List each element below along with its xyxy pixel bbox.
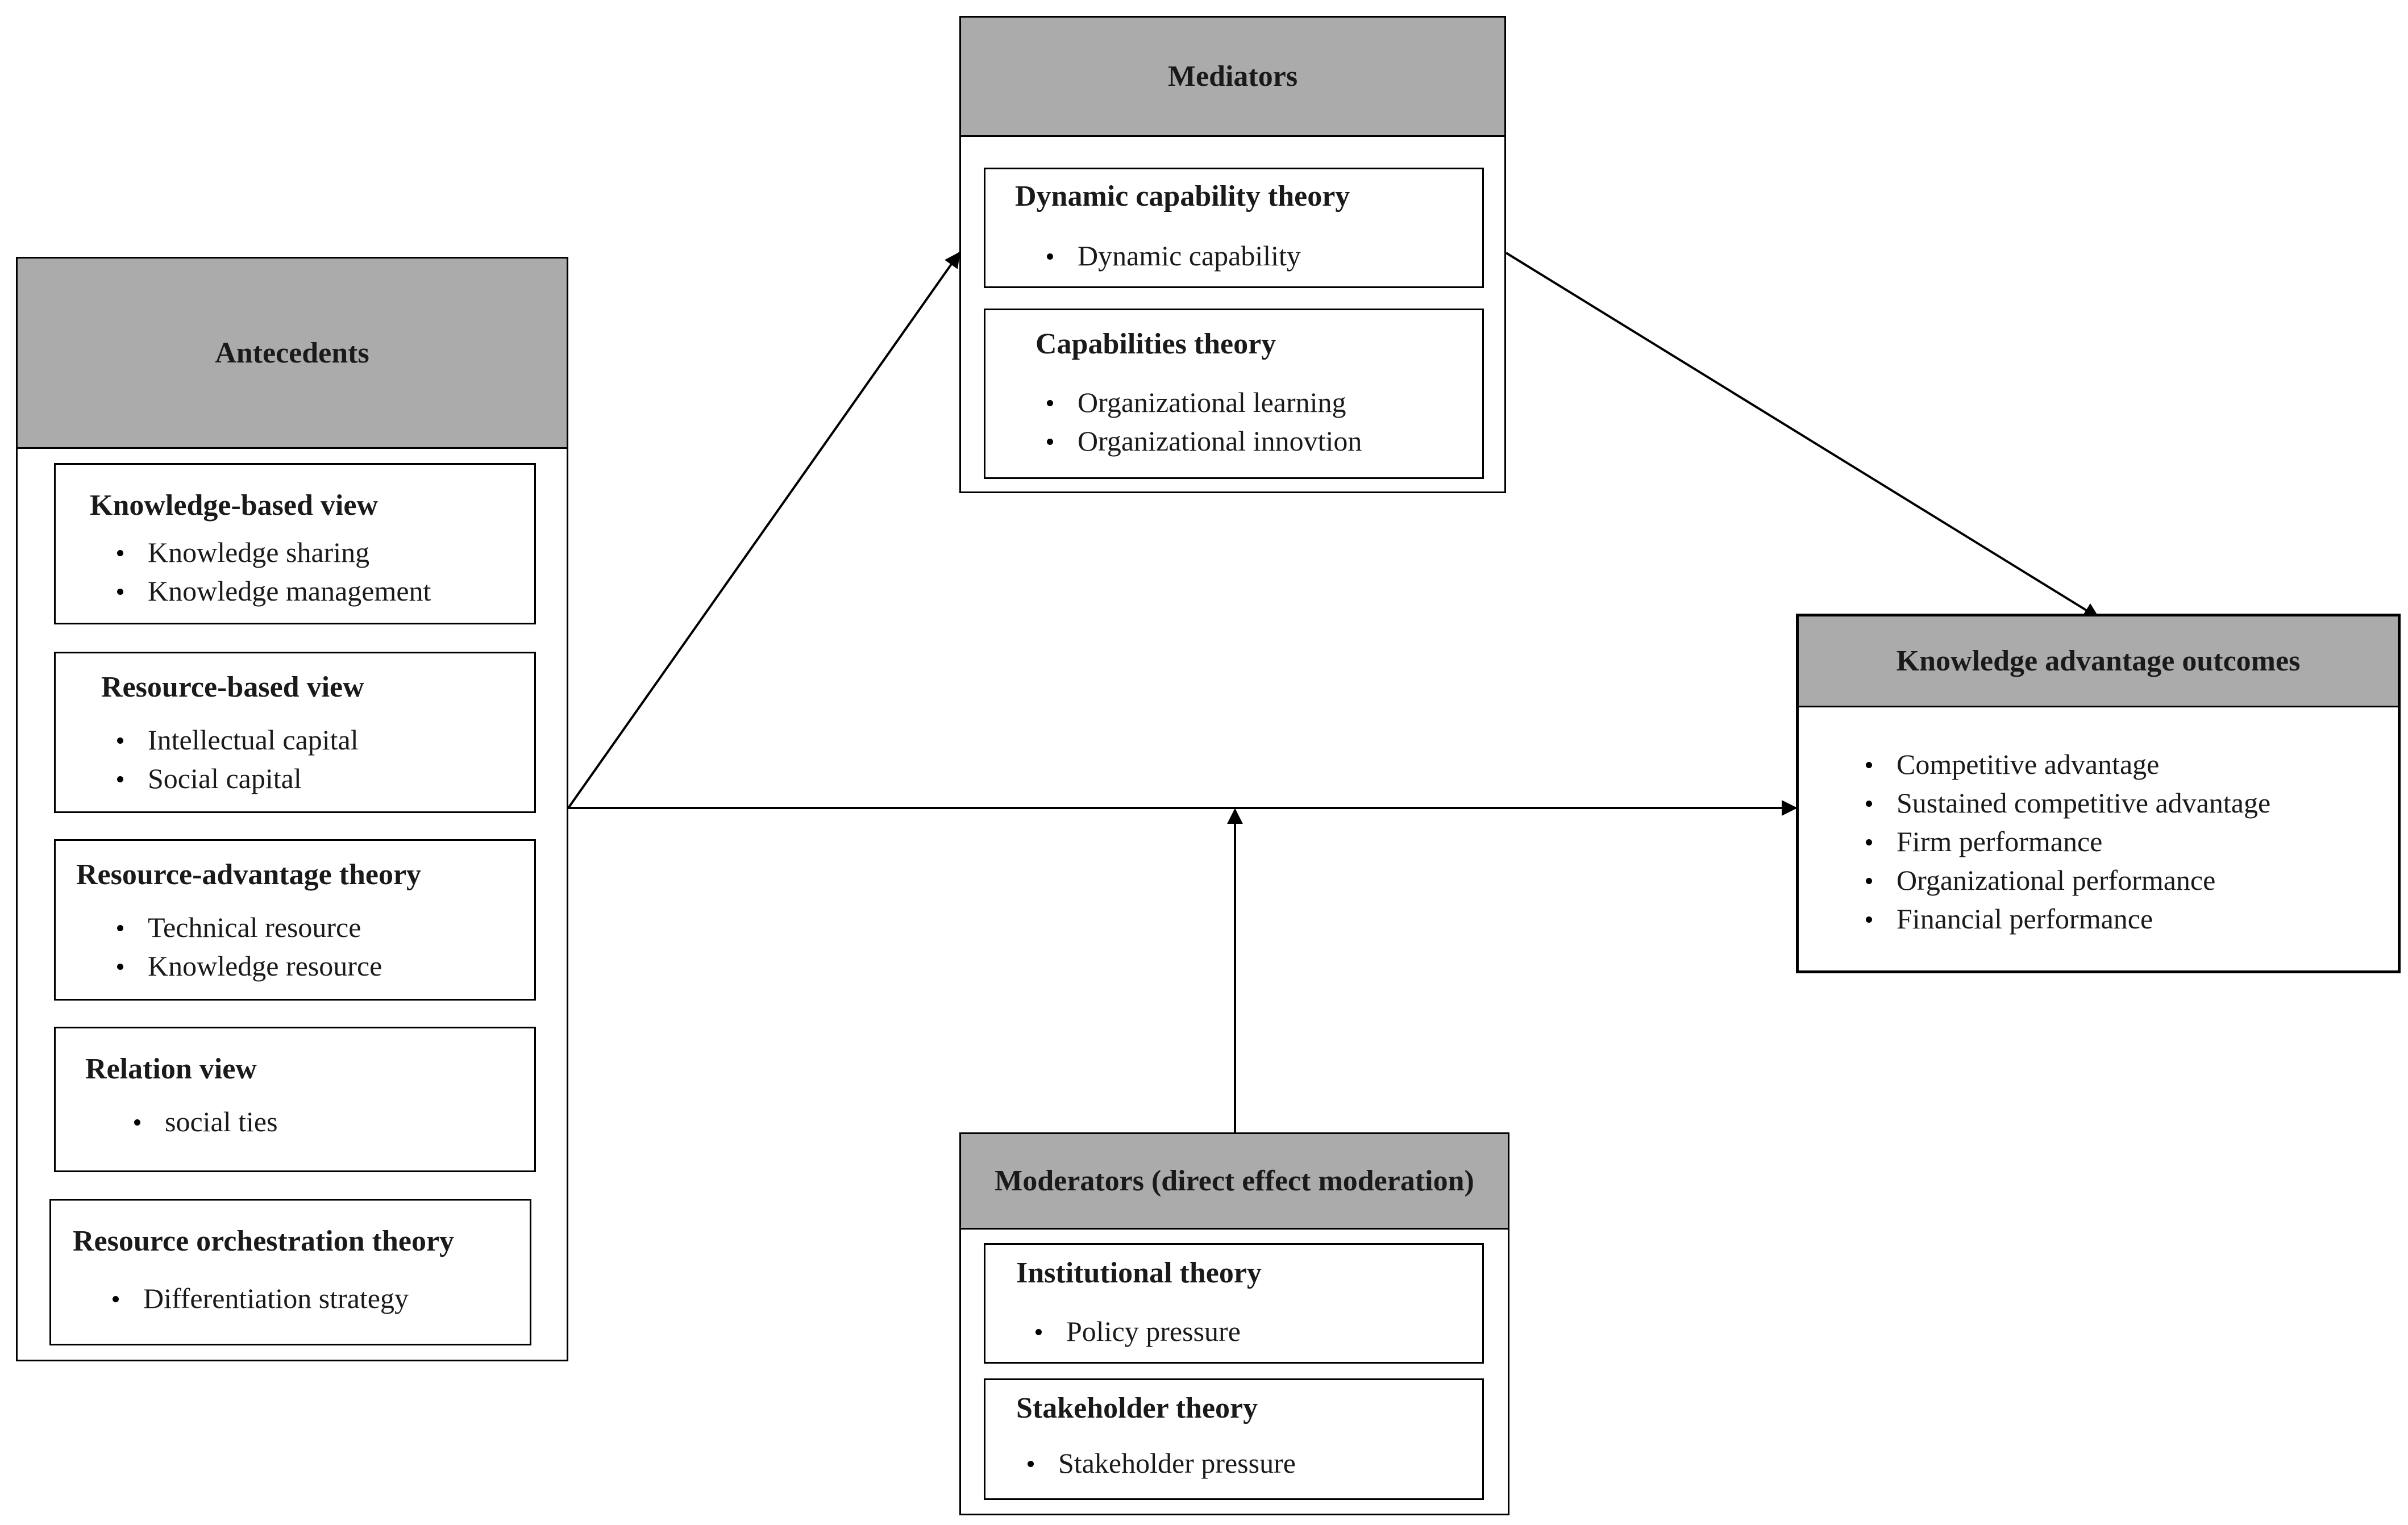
list-item: Organizational learning	[1042, 383, 1362, 422]
list-item: Knowledge management	[113, 572, 431, 610]
outcomes-list: Competitive advantage Sustained competit…	[1861, 745, 2270, 938]
list-item: Organizational performance	[1861, 861, 2270, 899]
antecedents-header: Antecedents	[18, 259, 567, 449]
resource-based-view-title: Resource-based view	[101, 671, 364, 703]
capabilities-theory-title: Capabilities theory	[1035, 328, 1276, 360]
antecedents-panel: Antecedents Knowledge-based view Knowled…	[16, 257, 568, 1361]
list-item: Knowledge resource	[113, 947, 382, 985]
list-item: Sustained competitive advantage	[1861, 784, 2270, 822]
list-item: Dynamic capability	[1042, 236, 1301, 275]
relation-view-title: Relation view	[85, 1053, 257, 1085]
arrow-antecedents-to-mediators	[567, 251, 960, 809]
list-item: Financial performance	[1861, 899, 2270, 938]
list-item: Stakeholder pressure	[1023, 1444, 1296, 1482]
knowledge-based-view-box: Knowledge-based view Knowledge sharing K…	[54, 463, 536, 624]
resource-based-view-box: Resource-based view Intellectual capital…	[54, 652, 536, 813]
dynamic-capability-theory-box: Dynamic capability theory Dynamic capabi…	[984, 168, 1484, 288]
list-item: Knowledge sharing	[113, 533, 431, 572]
capabilities-theory-box: Capabilities theory Organizational learn…	[984, 309, 1484, 479]
list-item: Intellectual capital	[113, 720, 359, 759]
list-item: social ties	[130, 1102, 278, 1141]
relation-view-box: Relation view social ties	[54, 1027, 536, 1172]
list-item: Social capital	[113, 759, 359, 798]
moderators-header: Moderators (direct effect moderation)	[961, 1134, 1508, 1230]
stakeholder-theory-list: Stakeholder pressure	[1023, 1444, 1296, 1482]
institutional-theory-title: Institutional theory	[1016, 1257, 1262, 1289]
resource-based-view-list: Intellectual capital Social capital	[113, 720, 359, 798]
list-item: Policy pressure	[1031, 1312, 1241, 1351]
moderators-panel: Moderators (direct effect moderation) In…	[959, 1132, 1509, 1515]
resource-orchestration-theory-list: Differentiation strategy	[108, 1279, 409, 1318]
resource-orchestration-theory-box: Resource orchestration theory Differenti…	[49, 1199, 531, 1345]
list-item: Firm performance	[1861, 822, 2270, 861]
stakeholder-theory-box: Stakeholder theory Stakeholder pressure	[984, 1378, 1484, 1500]
outcomes-panel: Knowledge advantage outcomes Competitive…	[1796, 614, 2401, 973]
resource-advantage-theory-title: Resource-advantage theory	[76, 859, 422, 891]
resource-advantage-theory-box: Resource-advantage theory Technical reso…	[54, 839, 536, 1001]
relation-view-list: social ties	[130, 1102, 278, 1141]
institutional-theory-list: Policy pressure	[1031, 1312, 1241, 1351]
list-item: Competitive advantage	[1861, 745, 2270, 784]
list-item: Technical resource	[113, 908, 382, 947]
institutional-theory-box: Institutional theory Policy pressure	[984, 1243, 1484, 1364]
knowledge-based-view-list: Knowledge sharing Knowledge management	[113, 533, 431, 610]
dynamic-capability-theory-title: Dynamic capability theory	[1015, 180, 1350, 213]
list-item: Organizational innovtion	[1042, 422, 1362, 460]
mediators-header: Mediators	[961, 18, 1504, 137]
mediators-panel: Mediators Dynamic capability theory Dyna…	[959, 16, 1506, 493]
arrow-mediators-to-outcomes	[1505, 252, 2100, 619]
outcomes-header: Knowledge advantage outcomes	[1799, 616, 2398, 707]
list-item: Differentiation strategy	[108, 1279, 409, 1318]
resource-advantage-theory-list: Technical resource Knowledge resource	[113, 908, 382, 985]
resource-orchestration-theory-title: Resource orchestration theory	[73, 1225, 455, 1257]
knowledge-based-view-title: Knowledge-based view	[90, 489, 378, 522]
capabilities-theory-list: Organizational learning Organizational i…	[1042, 383, 1362, 460]
dynamic-capability-theory-list: Dynamic capability	[1042, 236, 1301, 275]
stakeholder-theory-title: Stakeholder theory	[1016, 1392, 1258, 1424]
